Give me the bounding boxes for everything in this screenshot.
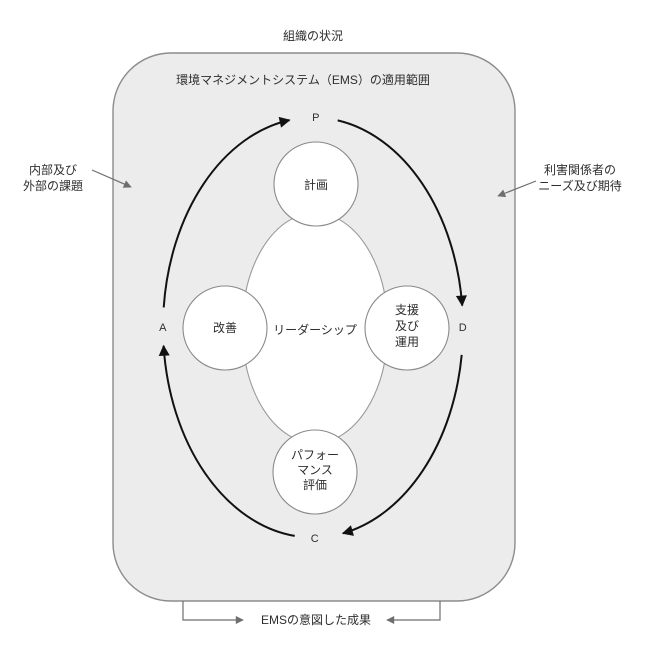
leadership-label: リーダーシップ (273, 322, 357, 337)
ems-scope-title: 環境マネジメントシステム（EMS）の適用範囲 (176, 72, 430, 87)
intended-outcomes-label: EMSの意図した成果 (261, 612, 371, 627)
pdca-arc-c-to-a (158, 344, 295, 537)
plan-label: 計画 (304, 177, 328, 192)
stakeholder-needs-arrow-icon (497, 180, 537, 198)
support-operation-circle (364, 285, 450, 371)
internal-issues-line-1: 内部及び (29, 162, 77, 177)
internal-external-issues-note: 内部及び 外部の課題 (23, 162, 132, 193)
intended-outcomes-callout: EMSの意図した成果 (182, 601, 441, 627)
support-operation-line-3: 運用 (395, 335, 419, 349)
support-operation-line-2: 及び (395, 319, 419, 333)
support-operation-label: 支援 及び 運用 (395, 303, 419, 349)
performance-evaluation-label: パフォー マンス 評価 (291, 448, 339, 492)
stakeholder-needs-line-2: ニーズ及び期待 (538, 178, 621, 193)
context-of-organization-label: 組織の状況 (283, 28, 343, 43)
improvement-label: 改善 (213, 320, 237, 335)
pdca-letter-c: C (311, 533, 319, 545)
support-operation-line-1: 支援 (395, 303, 419, 317)
outcome-bracket-right-arrow-icon (386, 601, 441, 624)
pdca-arc-a-to-p (162, 116, 291, 308)
stakeholder-needs-line-1: 利害関係者の (544, 162, 616, 177)
internal-issues-line-2: 外部の課題 (23, 178, 83, 193)
performance-evaluation-circle (272, 429, 358, 515)
plan-circle (273, 141, 359, 227)
internal-issues-arrow-icon (91, 169, 132, 188)
performance-evaluation-line-2: マンス (297, 463, 333, 477)
pdca-letter-a: A (159, 322, 167, 334)
outcome-bracket-left-arrow-icon (182, 601, 244, 624)
improvement-circle (182, 285, 268, 371)
stakeholder-needs-note: 利害関係者の ニーズ及び期待 (497, 162, 622, 198)
pdca-letter-d: D (459, 322, 467, 334)
pdca-letter-p: P (312, 112, 320, 124)
performance-evaluation-line-3: 評価 (303, 477, 327, 492)
pdca-arc-d-to-c (341, 354, 463, 536)
performance-evaluation-line-1: パフォー (291, 448, 339, 462)
pdca-arc-p-to-d (337, 119, 467, 307)
